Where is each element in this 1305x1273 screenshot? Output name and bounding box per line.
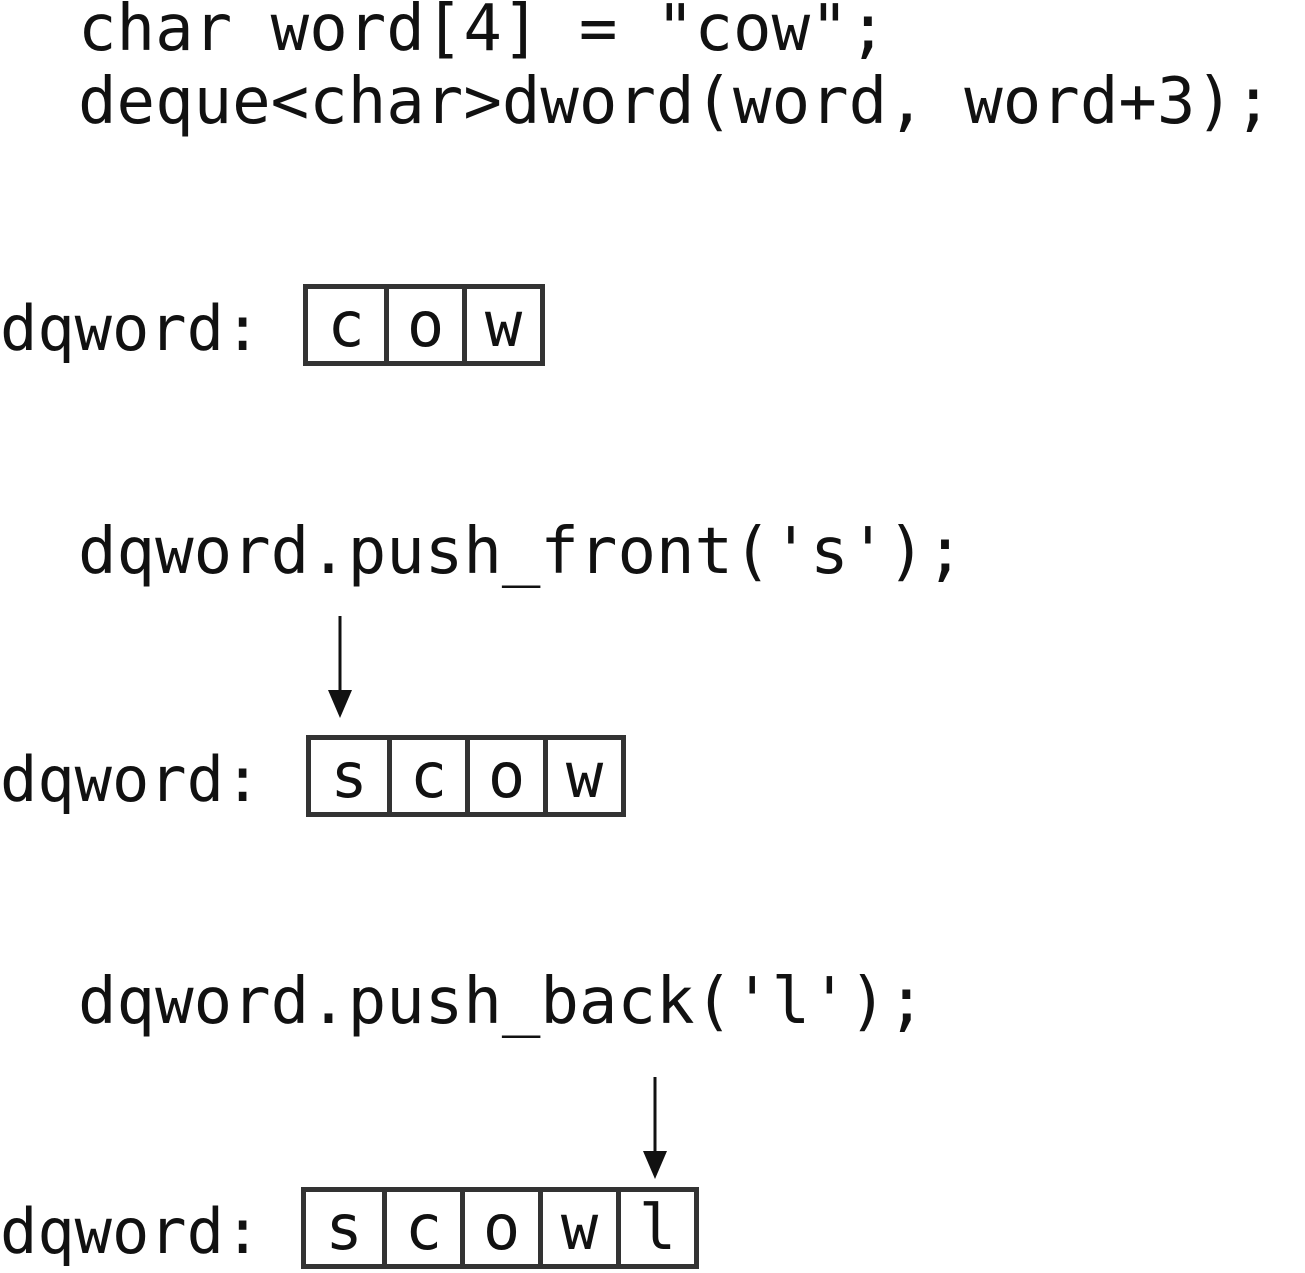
deque-cell: o (465, 740, 543, 812)
deque-cells: c o w (303, 284, 545, 366)
deque-cell: o (460, 1192, 538, 1264)
deque-cells: s c o w (306, 735, 626, 817)
deque-cell: c (387, 740, 465, 812)
deque-cell: w (538, 1192, 616, 1264)
deque-label: dqword: (0, 1195, 262, 1268)
arrow-down-icon (328, 616, 352, 718)
deque-cells: s c o w l (301, 1187, 699, 1269)
deque-label: dqword: (0, 292, 262, 365)
code-line-push-front: dqword.push_front('s'); (78, 515, 965, 589)
code-line-deque-construct: deque<char>dword(word, word+3); (78, 65, 1273, 139)
deque-label: dqword: (0, 743, 262, 816)
deque-cell: w (543, 740, 621, 812)
deque-cell: s (330, 739, 368, 812)
deque-cell: o (384, 289, 462, 361)
code-line-declaration: char word[4] = "cow"; (78, 0, 888, 66)
arrow-down-icon (643, 1077, 667, 1179)
deque-cell: l (616, 1192, 694, 1264)
deque-cell: c (382, 1192, 460, 1264)
deque-cell: c (327, 288, 365, 361)
code-line-push-back: dqword.push_back('l'); (78, 965, 926, 1039)
deque-cell: w (462, 289, 540, 361)
deque-cell: s (325, 1191, 363, 1264)
